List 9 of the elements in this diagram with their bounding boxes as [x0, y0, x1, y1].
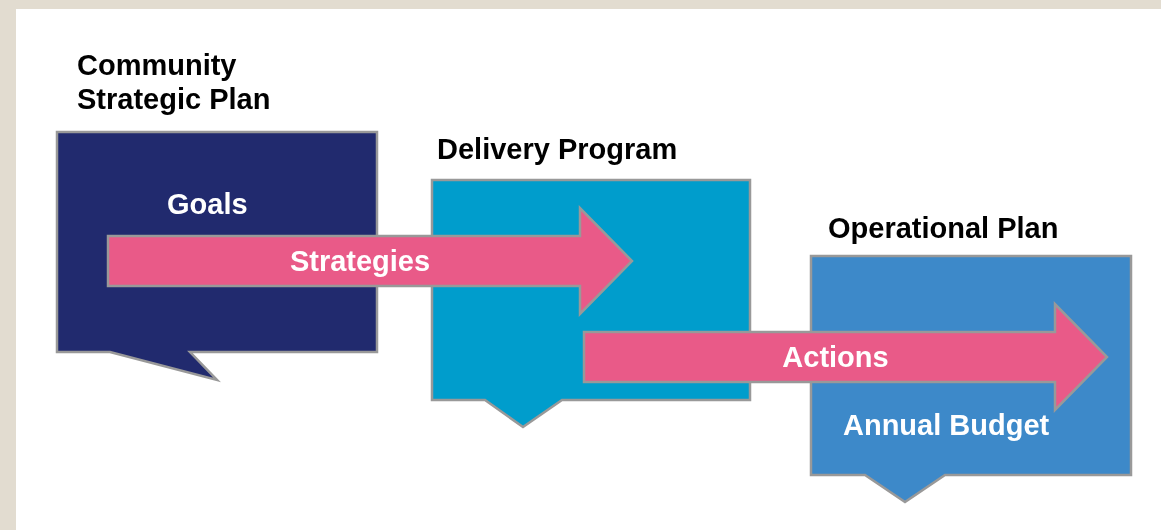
- plan-title: Delivery Program: [437, 132, 679, 166]
- edge-label: Actions: [782, 340, 889, 374]
- block-arrow: [106, 204, 634, 318]
- plan-item: Annual Budget: [843, 408, 1050, 442]
- block-arrow: [582, 300, 1109, 414]
- plan-title: Community Strategic Plan: [77, 48, 272, 116]
- edge-label: Strategies: [289, 244, 431, 278]
- plan-item: Goals: [167, 187, 248, 221]
- plan-title: Operational Plan: [828, 211, 1060, 245]
